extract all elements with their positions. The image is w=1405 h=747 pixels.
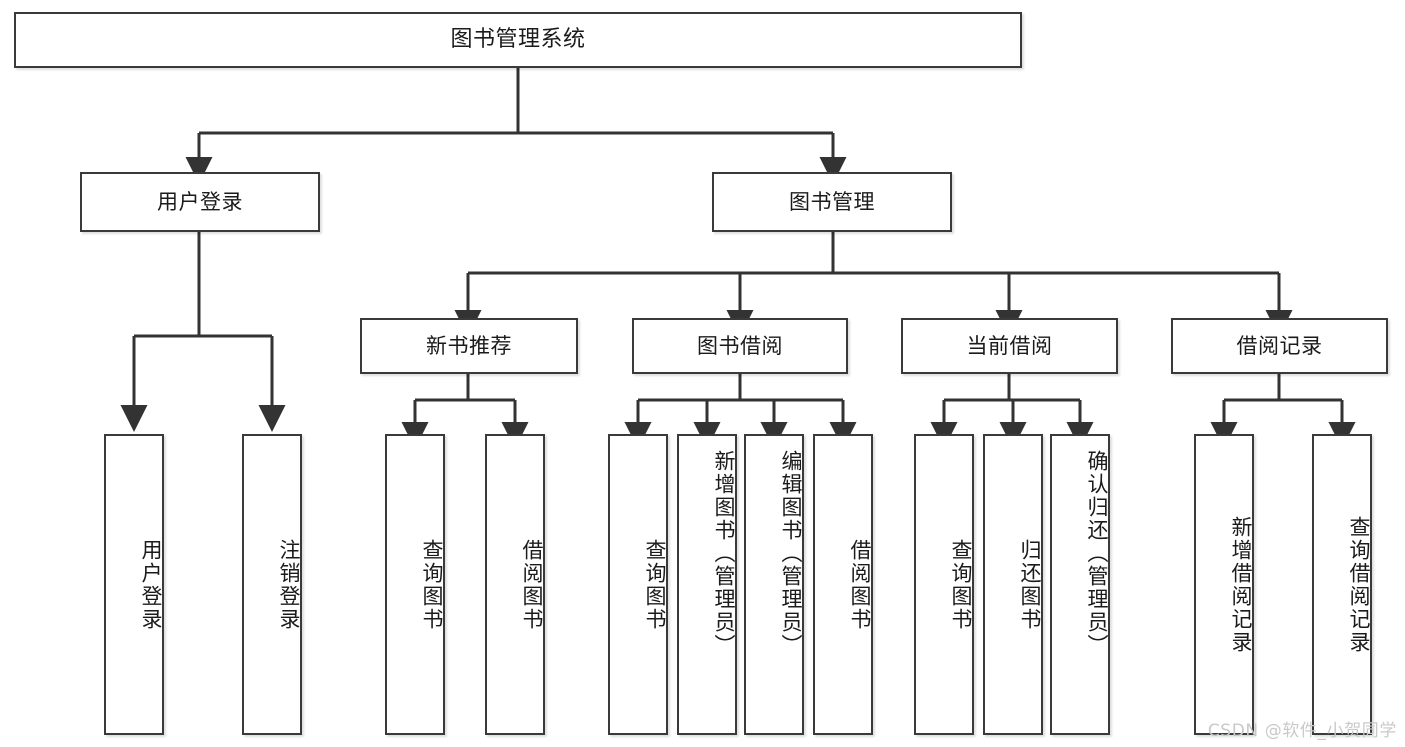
node-borrow-record[interactable]: 借阅记录 <box>1171 318 1388 374</box>
node-leaf-borrow-book-recommend[interactable]: 借阅图书 <box>485 434 545 735</box>
node-leaf-logout[interactable]: 注销登录 <box>242 434 302 735</box>
node-leaf-query-borrow-record[interactable]: 查询借阅记录 <box>1312 434 1372 735</box>
node-leaf-query-book-recommend-label: 查询图书 <box>420 538 444 631</box>
node-user-login-label: 用户登录 <box>157 189 243 214</box>
node-book-borrow[interactable]: 图书借阅 <box>632 318 848 374</box>
watermark-text: CSDN @软件_小贺同学 <box>1207 721 1397 741</box>
node-leaf-add-borrow-record-label: 新增借阅记录 <box>1229 515 1253 654</box>
node-book-borrow-label: 图书借阅 <box>697 333 783 358</box>
node-root-system-label: 图书管理系统 <box>450 27 586 53</box>
node-leaf-borrow-book-label: 借阅图书 <box>848 538 872 631</box>
node-leaf-query-book-current-label: 查询图书 <box>949 538 973 631</box>
node-leaf-borrow-book[interactable]: 借阅图书 <box>813 434 873 735</box>
node-current-borrow-label: 当前借阅 <box>966 333 1053 358</box>
node-leaf-query-borrow-record-label: 查询借阅记录 <box>1347 515 1371 654</box>
node-leaf-borrow-book-recommend-label: 借阅图书 <box>520 538 544 631</box>
node-user-login[interactable]: 用户登录 <box>80 172 320 232</box>
node-leaf-add-book-admin[interactable]: 新增图书（管理员） <box>677 434 737 735</box>
node-new-book-recommend[interactable]: 新书推荐 <box>360 318 578 374</box>
node-leaf-query-book-current[interactable]: 查询图书 <box>914 434 974 735</box>
node-leaf-query-book-borrow-label: 查询图书 <box>643 538 667 631</box>
node-leaf-edit-book-admin-label: 编辑图书（管理员） <box>779 450 803 657</box>
node-root-system[interactable]: 图书管理系统 <box>14 12 1022 68</box>
node-leaf-add-borrow-record[interactable]: 新增借阅记录 <box>1194 434 1254 735</box>
node-current-borrow[interactable]: 当前借阅 <box>901 318 1118 374</box>
node-book-management-label: 图书管理 <box>789 189 875 214</box>
node-borrow-record-label: 借阅记录 <box>1236 333 1323 358</box>
node-leaf-user-login[interactable]: 用户登录 <box>104 434 164 735</box>
node-leaf-user-login-label: 用户登录 <box>139 538 163 631</box>
node-new-book-recommend-label: 新书推荐 <box>426 333 512 358</box>
node-leaf-logout-label: 注销登录 <box>277 538 301 631</box>
node-leaf-add-book-admin-label: 新增图书（管理员） <box>712 450 736 657</box>
node-leaf-query-book-recommend[interactable]: 查询图书 <box>385 434 445 735</box>
node-leaf-return-book-label: 归还图书 <box>1018 538 1042 631</box>
node-leaf-return-book[interactable]: 归还图书 <box>983 434 1043 735</box>
node-leaf-query-book-borrow[interactable]: 查询图书 <box>608 434 668 735</box>
node-book-management[interactable]: 图书管理 <box>712 172 952 232</box>
node-leaf-confirm-return-admin-label: 确认归还（管理员） <box>1085 450 1109 657</box>
node-leaf-edit-book-admin[interactable]: 编辑图书（管理员） <box>744 434 804 735</box>
node-leaf-confirm-return-admin[interactable]: 确认归还（管理员） <box>1050 434 1110 735</box>
